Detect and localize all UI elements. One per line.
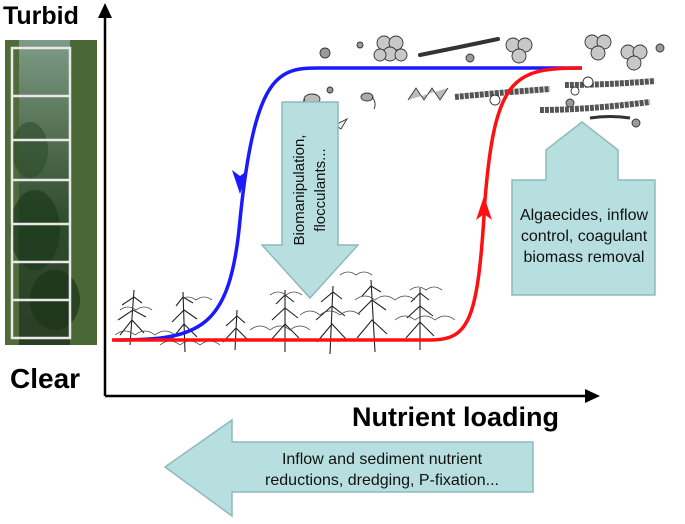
restoration-arrow-left <box>163 418 534 518</box>
restoration-algae-label: Algaecides, inflow control, coagulant bi… <box>514 205 654 268</box>
restoration-arrow-algae <box>511 121 656 296</box>
y-axis-arrowhead <box>98 3 112 18</box>
aerial-lake-enclosures-photo <box>5 40 97 345</box>
y-axis-top-label: Turbid <box>3 2 79 30</box>
blue-path-arrowhead <box>232 170 248 194</box>
restoration-down-label: Biomanipulation, flocculants... <box>283 108 337 273</box>
restoration-algae-line-3: biomass removal <box>523 249 645 266</box>
red-path-arrowhead <box>476 196 492 220</box>
axes <box>103 12 590 398</box>
phytoplankton-icon <box>300 34 665 130</box>
restoration-nutrient-line-1: Inflow and sediment nutrient <box>281 451 483 468</box>
x-axis-arrowhead <box>585 389 600 403</box>
restoration-down-line-2: flocculants... <box>312 148 329 232</box>
recovery-path-blue <box>114 66 582 342</box>
restoration-algae-line-1: Algaecides, inflow <box>519 207 649 224</box>
restoration-down-line-1: Biomanipulation, <box>291 134 308 246</box>
restoration-algae-line-2: control, coagulant <box>520 228 648 245</box>
restoration-nutrient-line-2: reductions, dredging, P-fixation... <box>265 472 499 489</box>
x-axis-label: Nutrient loading <box>352 402 559 432</box>
submerged-macrophyte-icon <box>114 271 456 355</box>
y-axis-bottom-label: Clear <box>10 363 81 394</box>
restoration-nutrient-label: Inflow and sediment nutrient reductions,… <box>232 449 532 491</box>
restoration-arrow-down <box>260 101 360 300</box>
